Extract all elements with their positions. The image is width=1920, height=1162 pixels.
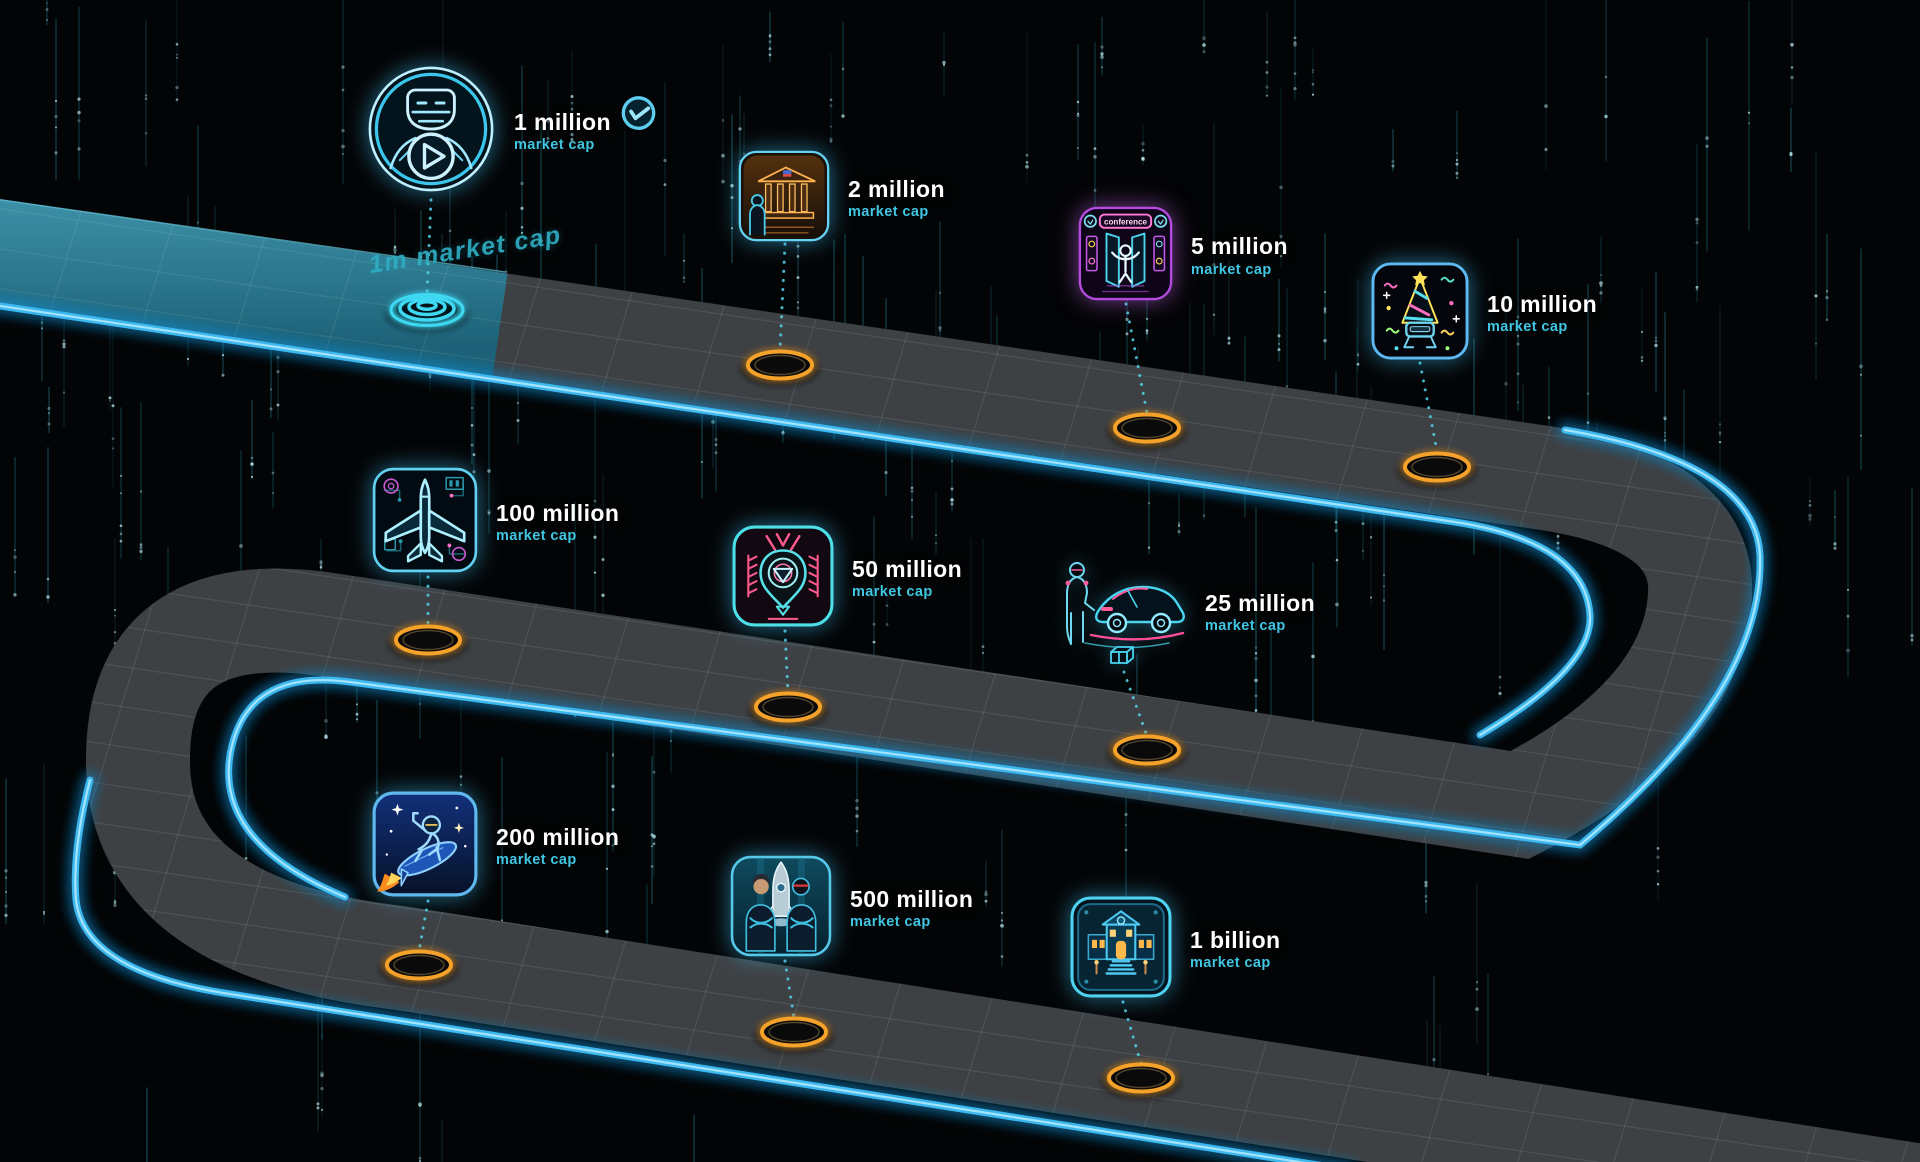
milestone-pad [740,347,820,387]
milestone-50-million: 50 million market cap [732,525,962,632]
road-surface [0,199,1920,1162]
milestone-5-million: conference 5 million market cap [1078,206,1288,306]
completed-check-icon [615,90,661,140]
milestone-connector-dots [1121,1000,1143,1066]
conference-doors-icon: conference [1078,206,1173,306]
milestone-1-million: 1 million market cap [366,64,656,199]
milestone-pad [1397,449,1477,489]
milestone-100-million: 100 million market cap [372,467,619,578]
start-pad [385,292,469,332]
milestone-amount: 500 million [850,885,974,912]
medallion-emblem-icon [732,525,834,632]
neon-avatar-play-icon [366,64,496,199]
milestone-amount: 2 million [848,175,945,202]
milestone-caption: market cap [1190,955,1271,972]
milestone-1-billion: 1 billion market cap [1070,896,1281,1003]
milestone-connector-dots [425,198,433,296]
milestone-amount: 1 million [514,108,611,135]
milestone-caption: market cap [852,584,933,601]
milestone-connector-dots [783,629,790,695]
milestone-pads [379,292,1477,1100]
milestone-2-million: 2 million market cap [738,150,945,247]
milestone-pad [388,622,468,662]
milestone-pad [748,689,828,729]
milestone-pad [1101,1060,1181,1100]
milestone-connector-dots [1418,361,1439,453]
bank-scene-icon [738,150,830,247]
milestone-200-million: 200 million market cap [372,791,619,902]
milestone-connector-dots [778,242,787,352]
milestone-10-million: 10 million market cap [1371,262,1597,365]
sports-car-figure-icon [1053,550,1187,675]
milestone-connector-dots [417,899,430,953]
milestone-amount: 50 million [852,555,963,582]
milestone-caption: market cap [1487,319,1568,336]
milestone-caption: market cap [496,528,577,545]
airplane-circuit-icon [372,467,478,578]
milestone-caption: market cap [1191,261,1272,278]
start-segment-top-line [0,198,506,273]
neon-road-edges [0,297,1769,1162]
milestone-connector-dots [783,959,796,1020]
milestone-pad [379,947,459,987]
milestone-connector-dots [1124,302,1149,415]
duo-rocket-icon [730,855,832,962]
milestone-amount: 100 million [496,499,620,526]
milestone-amount: 25 million [1205,589,1316,616]
milestone-caption: market cap [514,137,595,154]
rocket-surfer-icon [372,791,478,902]
milestone-amount: 200 million [496,823,620,850]
milestone-caption: market cap [848,204,929,221]
party-hat-robot-icon [1371,262,1469,365]
milestone-amount: 10 million [1487,290,1598,317]
milestone-amount: 5 million [1191,233,1288,260]
milestone-caption: market cap [496,852,577,869]
milestone-caption: market cap [1205,618,1286,635]
neon-mansion-icon [1070,896,1172,1003]
milestone-25-million: 25 million market cap [1053,550,1315,675]
conference-sign-text: conference [1104,218,1148,227]
milestone-caption: market cap [850,914,931,931]
milestone-pad [1107,732,1187,772]
milestone-500-million: 500 million market cap [730,855,973,962]
milestone-amount: 1 billion [1190,926,1281,953]
milestone-connectors [417,198,1439,1066]
milestone-pad [754,1014,834,1054]
milestone-pad [1107,410,1187,450]
